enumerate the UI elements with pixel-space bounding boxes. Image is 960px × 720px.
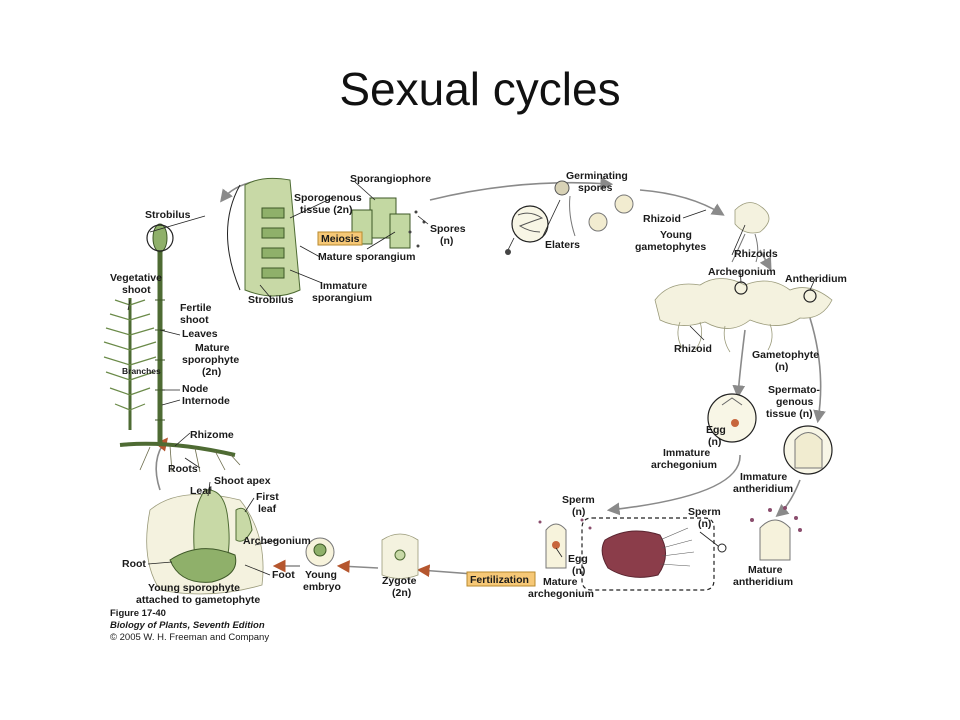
label-root: Root — [122, 558, 146, 570]
label-spermatogenous-1: Spermato- — [768, 384, 820, 396]
label-young-sporophyte-1: Young sporophyte — [148, 582, 240, 594]
spores-illustration — [505, 180, 634, 255]
label-sporogenous-1: Sporogenous — [294, 192, 362, 204]
label-archegonium-top: Archegonium — [708, 266, 776, 278]
label-spores-2: (n) — [440, 235, 453, 247]
label-rhizoids: Rhizoids — [734, 248, 778, 260]
label-strobilus-bottom: Strobilus — [248, 294, 294, 306]
label-internode: Internode — [182, 395, 230, 407]
label-immature-sporangium-1: Immature — [320, 280, 367, 292]
label-spermatogenous-2: genous — [776, 396, 813, 408]
embryo-development-illustration — [146, 489, 419, 595]
label-germinating-spores-1: Germinating — [566, 170, 628, 182]
label-egg-lower-1: Egg — [568, 553, 588, 565]
label-roots: Roots — [168, 463, 198, 475]
label-spores-1: Spores — [430, 223, 466, 235]
fertilization-highlight — [466, 571, 536, 587]
young-gametophyte-illustration — [731, 202, 770, 263]
label-mature-sporophyte-1: Mature — [195, 342, 230, 354]
label-sperm-left-2: (n) — [572, 506, 585, 518]
label-gametophyte-2: (n) — [775, 361, 788, 373]
label-foot: Foot — [272, 569, 295, 581]
fertilization-closeup-illustration — [538, 517, 727, 591]
label-mature-antheridium-2: antheridium — [733, 576, 793, 588]
label-young-embryo-1: Young — [305, 569, 337, 581]
label-mature-sporophyte-2: sporophyte — [182, 354, 239, 366]
label-egg-upper-1: Egg — [706, 424, 726, 436]
label-vegetative-shoot-2: shoot — [122, 284, 151, 296]
label-fertile-shoot-2: shoot — [180, 314, 209, 326]
label-immature-archegonium-1: Immature — [663, 447, 710, 459]
diagram-labels: Sporangiophore Germinating spores Strobi… — [110, 170, 847, 606]
label-spermatogenous-3: tissue (n) — [766, 408, 813, 420]
label-strobilus-top: Strobilus — [145, 209, 191, 221]
label-mature-archegonium-1: Mature — [543, 576, 578, 588]
label-sporangiophore: Sporangiophore — [350, 173, 431, 185]
strobilus-circle-marker — [146, 224, 174, 252]
label-meiosis: Meiosis — [321, 233, 360, 245]
label-egg-lower-2: (n) — [572, 565, 585, 577]
figure-caption: Figure 17-40 Biology of Plants, Seventh … — [110, 608, 269, 643]
label-immature-archegonium-2: archegonium — [651, 459, 717, 471]
label-first-leaf-2: leaf — [258, 503, 277, 515]
label-rhizoid-top: Rhizoid — [643, 213, 681, 225]
caption-copyright: © 2005 W. H. Freeman and Company — [110, 632, 269, 643]
label-young-sporophyte-2: attached to gametophyte — [136, 594, 260, 606]
label-young-gametophytes-2: gametophytes — [635, 241, 706, 253]
label-sperm-right-1: Sperm — [688, 506, 721, 518]
label-immature-sporangium-2: sporangium — [312, 292, 372, 304]
label-fertile-shoot-1: Fertile — [180, 302, 212, 314]
label-young-gametophytes-1: Young — [660, 229, 692, 241]
label-sporogenous-2: tissue (2n) — [300, 204, 353, 216]
label-node: Node — [182, 383, 208, 395]
label-mature-sporangium: Mature sporangium — [318, 251, 415, 263]
label-mature-sporophyte-3: (2n) — [202, 366, 221, 378]
label-zygote-2: (2n) — [392, 587, 411, 599]
label-vegetative-shoot-1: Vegetative — [110, 272, 162, 284]
label-germinating-spores-2: spores — [578, 182, 613, 194]
label-sperm-left-1: Sperm — [562, 494, 595, 506]
label-sperm-right-2: (n) — [698, 518, 711, 530]
label-zygote-1: Zygote — [382, 575, 417, 587]
label-gametophyte-1: Gametophyte — [752, 349, 819, 361]
label-elaters: Elaters — [545, 239, 580, 251]
label-immature-antheridium-2: antheridium — [733, 483, 793, 495]
label-mature-antheridium-1: Mature — [748, 564, 783, 576]
label-antheridium: Antheridium — [785, 273, 847, 285]
label-archegonium-bottom: Archegonium — [243, 535, 311, 547]
caption-figure-number: Figure 17-40 — [110, 608, 166, 619]
label-young-embryo-2: embryo — [303, 581, 341, 593]
leader-lines — [127, 181, 816, 576]
label-first-leaf-1: First — [256, 491, 279, 503]
label-shoot-apex: Shoot apex — [214, 475, 271, 487]
label-leaf: Leaf — [190, 485, 212, 497]
label-mature-archegonium-2: archegonium — [528, 588, 594, 600]
label-rhizoid-mid: Rhizoid — [674, 343, 712, 355]
label-leaves: Leaves — [182, 328, 218, 340]
label-egg-upper-2: (n) — [708, 436, 721, 448]
label-branches: Branches — [122, 366, 161, 376]
caption-book-title: Biology of Plants, Seventh Edition — [110, 620, 265, 631]
slide-title: Sexual cycles — [339, 63, 621, 115]
gamete-development-illustration — [707, 393, 833, 561]
meiosis-highlight — [317, 231, 363, 246]
label-rhizome: Rhizome — [190, 429, 234, 441]
label-fertilization: Fertilization — [470, 574, 529, 586]
label-immature-antheridium-1: Immature — [740, 471, 787, 483]
